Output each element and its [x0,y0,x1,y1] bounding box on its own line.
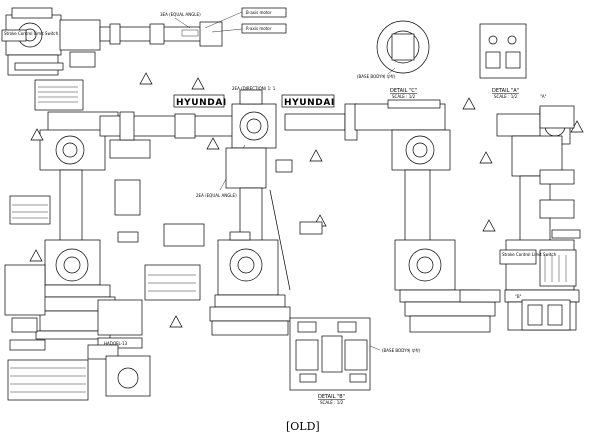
detail-b-scale: SCALE : 1/2 [320,400,344,405]
axis-motor-callouts: B-axis motor R-axis motor 3EA (EQUAL ANG… [160,7,287,34]
hyundai-logo-left: HYUNDAI [176,98,227,108]
hadoel-label: HADOEL-13 [104,341,128,346]
detail-c: (BASE BODY에 부착) DETAIL "C" SCALE : 1/2 [357,20,430,99]
equal-angle-top: 3EA (EQUAL ANGLE) [160,12,201,17]
detail-b-marker: "B" [515,294,522,299]
detail-a-marker: "A" [540,94,547,99]
caption: [OLD] [286,420,320,433]
limit-switch-label: Stroke Control Limit Switch [4,31,59,36]
right-robot [354,99,501,333]
equal-angle-mid: 2EA (EQUAL ANGLE) [196,193,237,198]
limit-switch-label-right: Stroke Control Limit Switch [502,252,557,257]
detail-a: DETAIL "A" SCALE : 1/2 "A" [479,23,575,129]
left-robot: Stroke Control Limit Switch [1,7,223,401]
r-axis-motor-label: R-axis motor [246,26,272,31]
base-body-label-top: (BASE BODY에 부착) [357,73,396,79]
detail-a-title: DETAIL "A" [492,88,519,94]
detail-c-scale: SCALE : 1/2 [392,94,416,99]
detail-c-title: DETAIL "C" [390,88,417,94]
warning-icons [29,72,584,328]
middle-robot: HYUNDAI HYUNDAI 2EA (DIRECTION) 1: 1 2EA… [99,86,358,336]
base-body-label-bottom: (BASE BODY에 부착) [382,347,421,353]
b-axis-motor-label: B-axis motor [246,10,272,15]
rear-robot: Stroke Control Limit Switch "B" [496,107,581,331]
hyundai-logo-right: HYUNDAI [284,98,335,108]
detail-b-title: DETAIL "B" [318,394,345,400]
detail-b: DETAIL "B" SCALE : 1/2 (BASE BODY에 부착) [289,317,421,405]
detail-a-scale: SCALE : 1/2 [494,94,518,99]
direction-note: 2EA (DIRECTION) 1: 1 [232,86,276,91]
